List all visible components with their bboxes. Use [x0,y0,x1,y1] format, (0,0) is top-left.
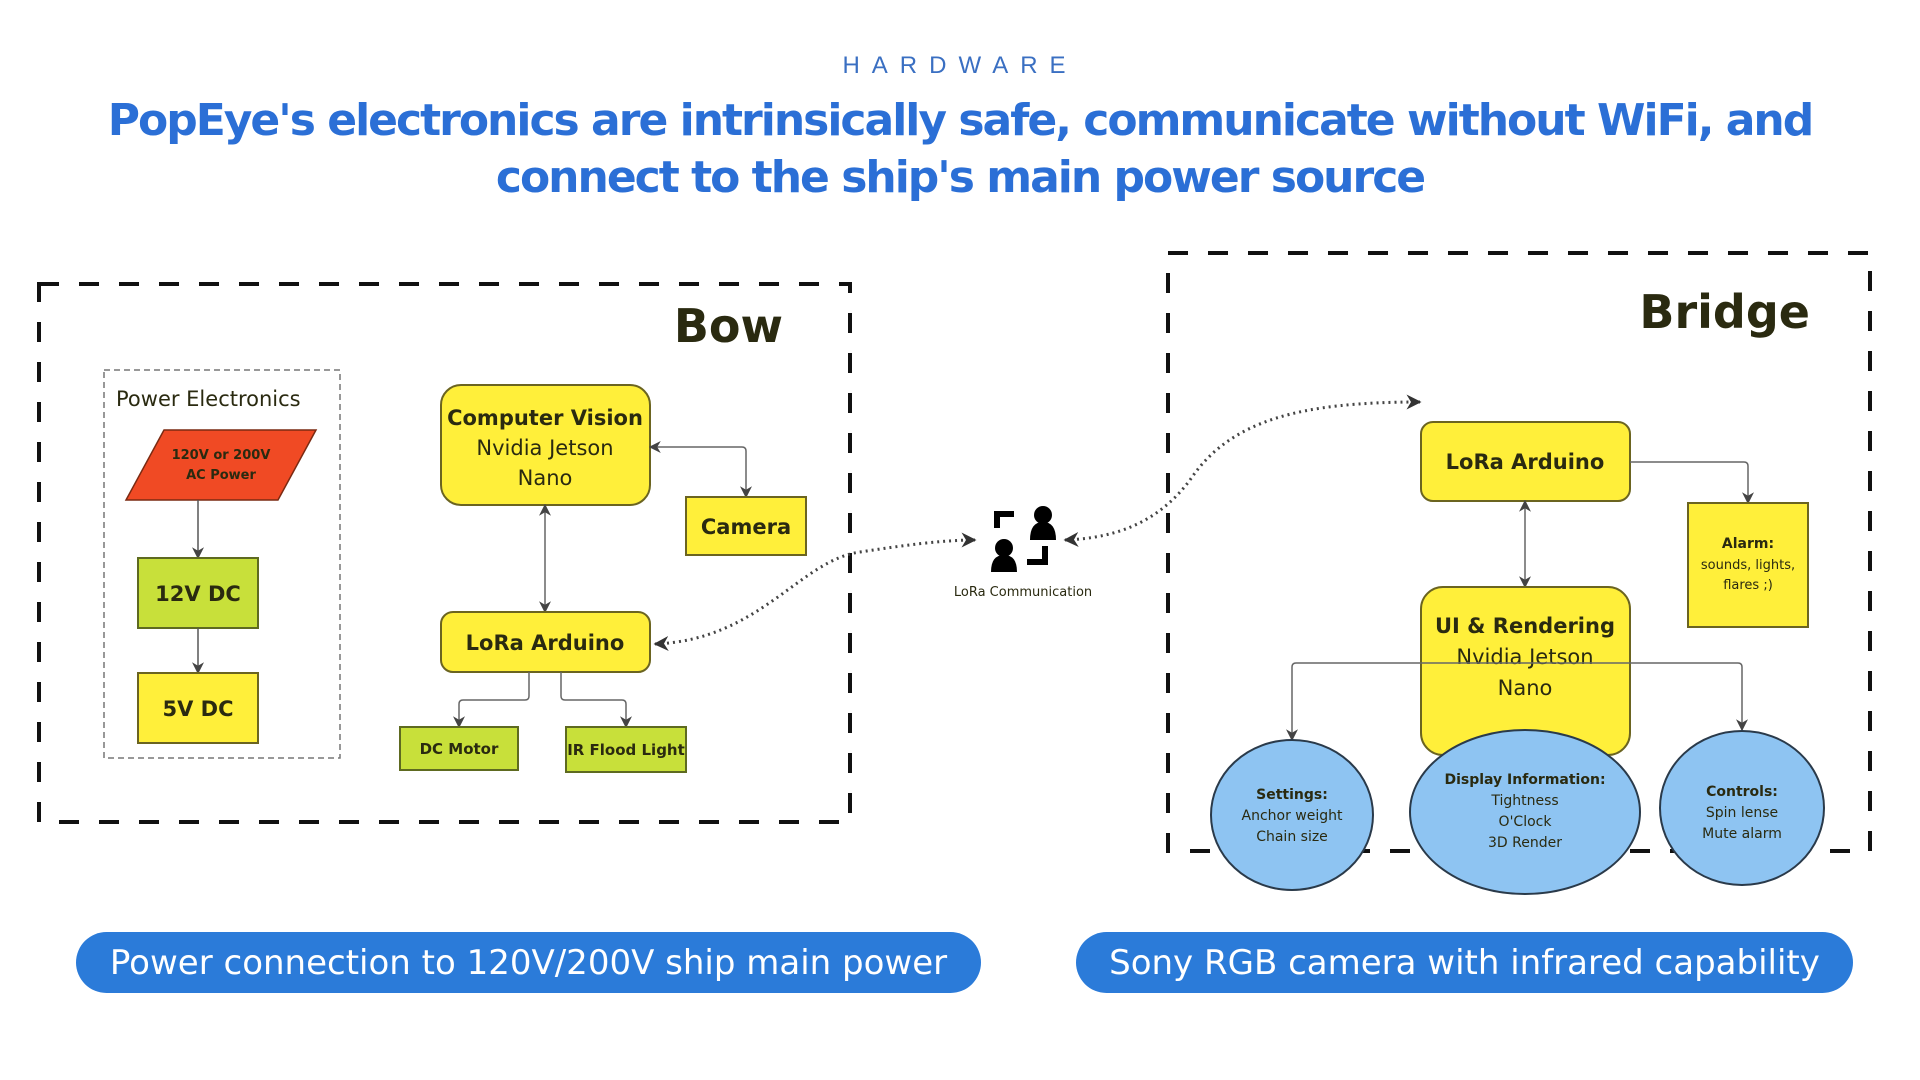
lora-ir-arrow [560,672,632,729]
controls-line-1: Spin lense [1706,805,1778,821]
controls-line-2: Mute alarm [1702,826,1782,842]
settings-line-2: Chain size [1256,829,1328,845]
ui-rendering-title: UI & Rendering [1435,614,1615,638]
settings-node[interactable] [1210,739,1374,891]
power-connection-pill: Power connection to 120V/200V ship main … [76,932,981,993]
power-electronics-label: Power Electronics [116,387,301,411]
controls-title: Controls: [1706,784,1778,800]
page-headline: PopEye's electronics are intrinsically s… [0,92,1920,206]
dc5-label: 5V DC [162,697,233,721]
display-info-line-1: Tightness [1490,793,1558,809]
headline-line-2: connect to the ship's main power source [495,152,1426,203]
alarm-node[interactable] [1687,502,1809,628]
ui-rendering-line-1: Nvidia Jetson [1456,645,1593,669]
dc12-label: 12V DC [155,582,241,606]
section-eyebrow: HARDWARE [842,52,1078,79]
display-info-title: Display Information: [1444,772,1605,788]
ir-light-node[interactable] [565,726,687,773]
lora-communication-label: LoRa Communication [954,585,1092,600]
camera-capability-pill: Sony RGB camera with infrared capability [1076,932,1853,993]
bow-link-dotted [653,532,977,651]
lora-motor-arrow [453,672,530,729]
cv-camera-arrow [648,441,752,499]
dc5-node[interactable] [137,672,259,744]
settings-line-1: Anchor weight [1242,808,1344,824]
bridge-lora-label: LoRa Arduino [1446,450,1605,474]
settings-title: Settings: [1256,787,1328,803]
display-info-line-2: O'Clock [1499,814,1553,830]
ir-light-label: IR Flood Light [567,741,685,759]
ac-power-line-1: 120V or 200V [172,448,271,463]
lora-alarm-arrow [1630,461,1754,505]
computer-vision-title: Computer Vision [447,406,643,430]
dc12-node[interactable] [137,557,259,629]
dc-motor-label: DC Motor [420,740,499,758]
display-info-line-3: 3D Render [1488,835,1562,851]
bridge-title: Bridge [1639,285,1810,339]
lora-communication-icon [991,506,1056,572]
ui-rendering-line-2: Nano [1498,676,1553,700]
headline-line-1: PopEye's electronics are intrinsically s… [107,95,1815,146]
alarm-line-2: flares ;) [1723,578,1773,593]
ac-power-line-2: AC Power [186,468,256,483]
bow-lora-label: LoRa Arduino [466,631,625,655]
ac-power-node[interactable] [124,429,318,501]
bridge-link-dotted [1063,394,1422,548]
power-electronics-group [103,369,341,759]
computer-vision-line-1: Nvidia Jetson [476,436,613,460]
computer-vision-line-2: Nano [518,466,573,490]
ui-branch-controls [1525,662,1748,732]
alarm-line-1: sounds, lights, [1701,558,1795,573]
controls-node[interactable] [1659,730,1825,886]
bow-lora-node[interactable] [440,611,651,673]
alarm-title: Alarm: [1722,536,1774,552]
display-info-node[interactable] [1409,729,1641,895]
ui-branch-settings [1286,662,1525,742]
bow-title: Bow [674,299,783,353]
camera-label: Camera [701,515,791,539]
dc-motor-node[interactable] [399,726,519,771]
